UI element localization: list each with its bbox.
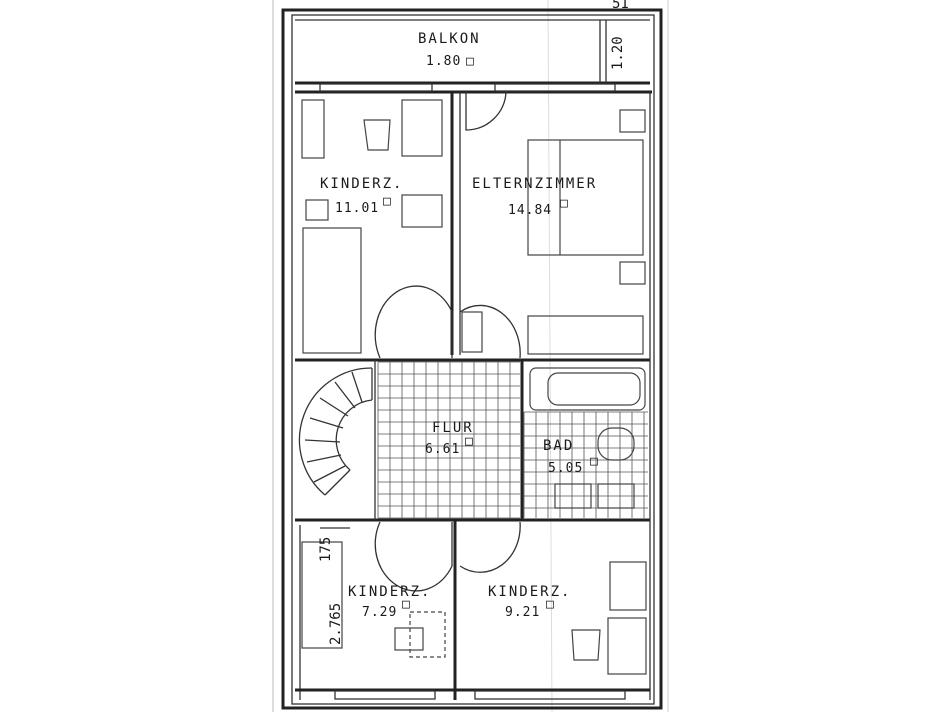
area-mark-balkon: □ <box>466 54 475 69</box>
windows <box>319 83 626 700</box>
outer-walls <box>281 8 663 710</box>
room-name-kinderz-bottom-left: KINDERZ. <box>348 584 431 600</box>
furniture-kinderz-top <box>301 99 443 354</box>
furniture-kinderz-bottom-right <box>571 561 647 675</box>
doors <box>374 91 521 592</box>
room-name-kinderz-top: KINDERZ. <box>320 176 403 192</box>
room-name-kinderz-bottom-right: KINDERZ. <box>488 584 571 600</box>
room-area-kinderz-bottom-left: 7.29 <box>362 605 397 620</box>
room-area-kinderz-bottom-right: 9.21 <box>505 605 540 620</box>
room-area-kinderz-top: 11.01 <box>335 201 379 216</box>
room-name-balkon: BALKON <box>418 31 481 47</box>
area-mark-kinderz-bottom-right: □ <box>546 597 555 612</box>
room-area-elternzimmer: 14.84 <box>508 203 552 218</box>
area-mark-bad: □ <box>590 454 599 469</box>
dimension-kinderz-width: 2.765 <box>328 603 344 645</box>
balcony <box>295 19 650 85</box>
dimension-balkon-depth: 1.20 <box>610 36 626 70</box>
washbasin-icon <box>597 483 635 509</box>
room-area-flur: 6.61 <box>425 442 460 457</box>
room-area-balkon: 1.80 <box>426 54 461 69</box>
room-area-bad: 5.05 <box>548 461 583 476</box>
dimension-top-marker: 51 <box>612 0 629 12</box>
scan-fold-line <box>547 0 553 712</box>
bathroom-fixtures <box>529 367 646 509</box>
area-mark-elternzimmer: □ <box>560 196 569 211</box>
bad-tile-grid <box>523 411 648 518</box>
area-mark-kinderz-top: □ <box>383 194 392 209</box>
room-name-elternzimmer: ELTERNZIMMER <box>472 176 597 192</box>
toilet-icon <box>597 427 635 461</box>
area-mark-flur: □ <box>465 434 474 449</box>
flur-tile-grid <box>377 361 520 519</box>
area-mark-kinderz-bottom-left: □ <box>402 597 411 612</box>
spiral-staircase <box>298 367 373 496</box>
room-name-flur: FLUR <box>432 420 474 436</box>
dimension-kinderz-offset: 175 <box>318 537 334 562</box>
room-name-bad: BAD <box>543 438 574 454</box>
interior-walls <box>295 90 652 700</box>
furniture-kinderz-bottom-left <box>301 541 446 658</box>
furniture-elternzimmer <box>461 109 646 355</box>
